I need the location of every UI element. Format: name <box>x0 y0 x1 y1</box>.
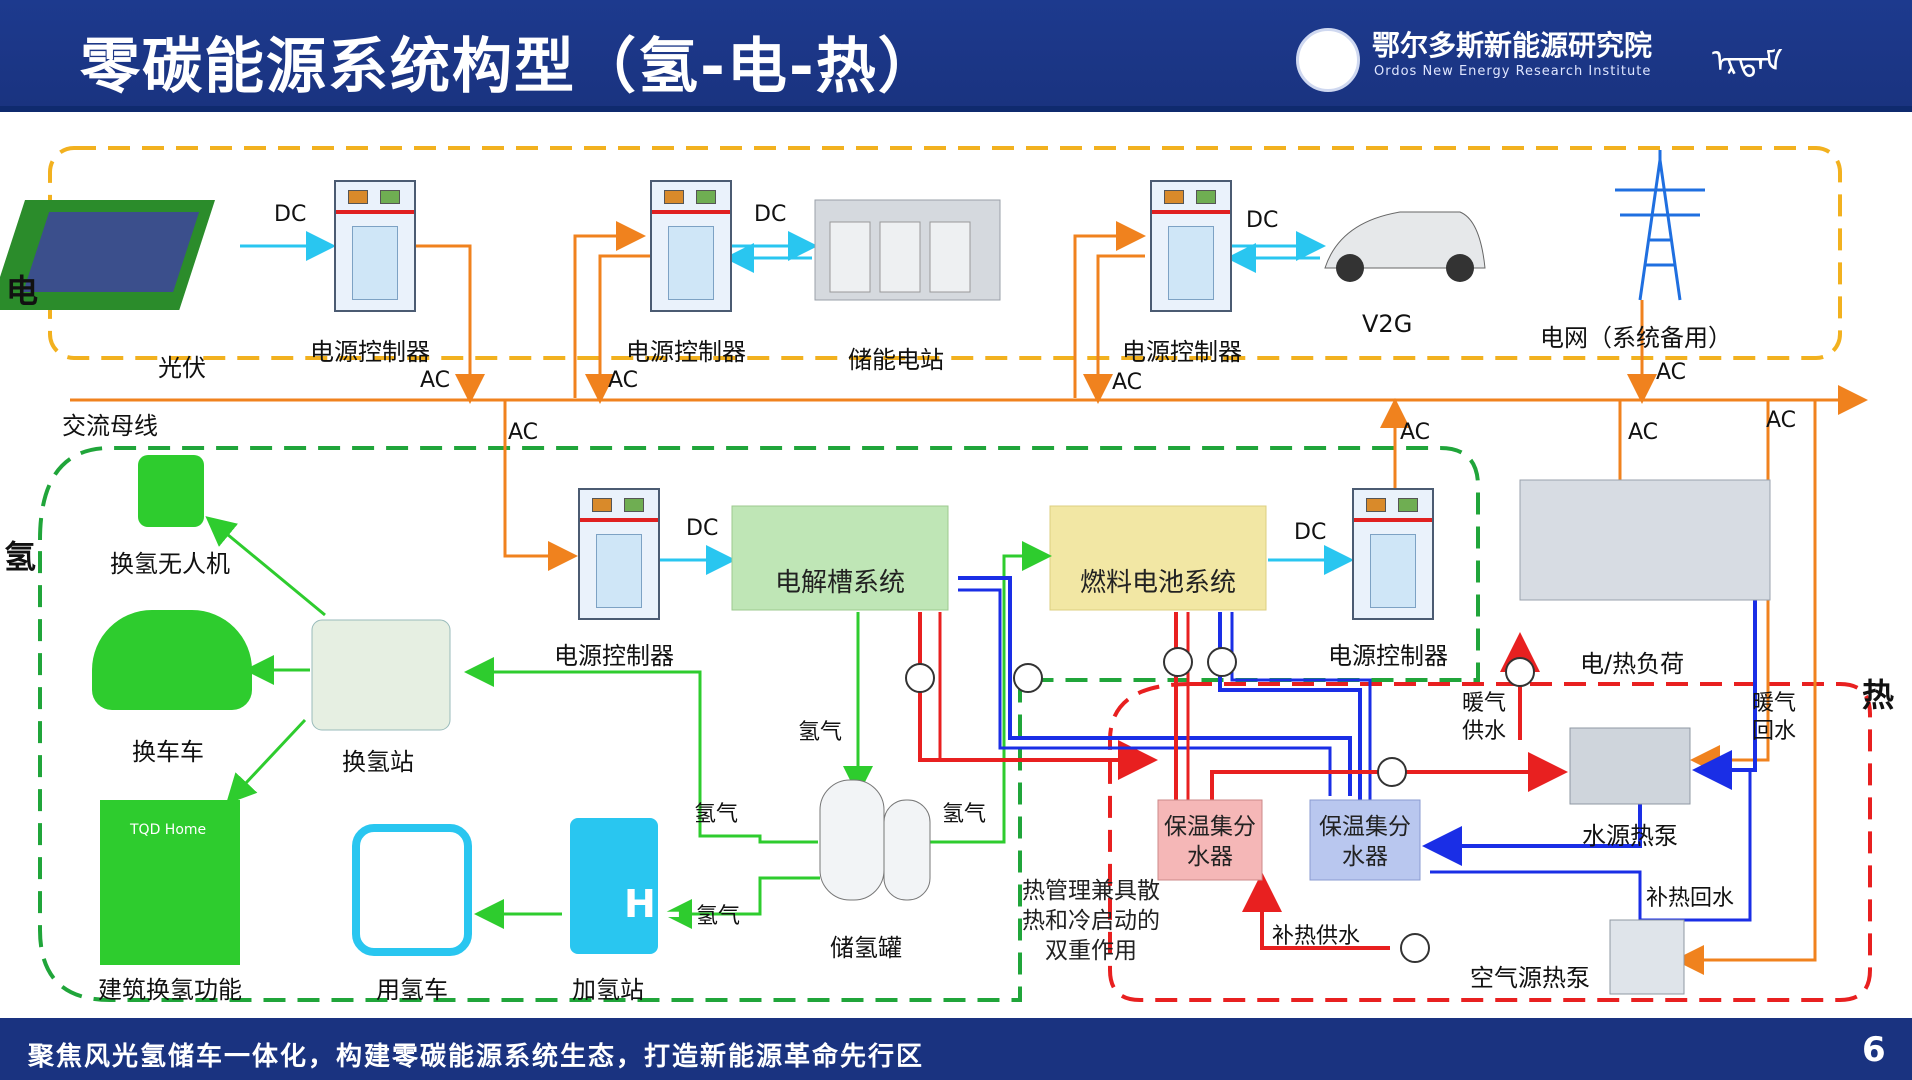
label-grid: 电网（系统备用） <box>1540 324 1732 352</box>
power-controller-1 <box>334 180 416 312</box>
label-heat-note: 热管理兼具散热和冷启动的双重作用 <box>1022 878 1160 964</box>
label-building: 建筑换氢功能 <box>98 976 242 1004</box>
flow-ac-8: AC <box>1766 408 1797 433</box>
flow-dc-3: DC <box>1246 208 1279 233</box>
load-building-icon <box>1519 479 1771 601</box>
label-ctrl4: 电源控制器 <box>554 642 674 670</box>
flow-dc-4: DC <box>686 516 719 541</box>
air-heat-pump-icon <box>1609 919 1685 995</box>
label-tank: 储氢罐 <box>830 934 902 962</box>
v2g-car-icon <box>1324 211 1486 282</box>
building-sign: TQD Home <box>130 822 207 838</box>
label-manifold2: 保温集分水器 <box>1319 814 1411 870</box>
label-water-hp: 水源热泵 <box>1582 822 1678 850</box>
swap-station-icon <box>311 619 451 731</box>
power-controller-5 <box>1352 488 1434 620</box>
flow-dc-1: DC <box>274 202 307 227</box>
label-manifold1: 保温集分水器 <box>1164 814 1256 870</box>
flow-ac-4: AC <box>1656 360 1687 385</box>
flow-h2-4: 氢气 <box>696 904 741 929</box>
institute-name-en: Ordos New Energy Research Institute <box>1374 64 1652 79</box>
label-load: 电/热负荷 <box>1580 650 1685 678</box>
label-ctrl2: 电源控制器 <box>626 338 746 366</box>
label-ac-bus: 交流母线 <box>62 412 158 440</box>
flow-ac-6: AC <box>1400 420 1431 445</box>
manifold-cold-box <box>1309 799 1421 881</box>
power-controller-3 <box>1150 180 1232 312</box>
institute-logo-icon <box>1296 28 1360 92</box>
hydrogen-region <box>38 446 1480 1002</box>
pv-array-icon <box>0 200 216 310</box>
label-air-hp: 空气源热泵 <box>1470 964 1590 992</box>
electric-region <box>48 146 1842 360</box>
fuelcell-box <box>1049 505 1267 611</box>
institute-name-cn: 鄂尔多斯新能源研究院 <box>1372 29 1653 62</box>
flow-h2-3: 氢气 <box>942 802 987 827</box>
bus-icon <box>352 824 472 956</box>
footer-slogan: 聚焦风光氢储车一体化，构建零碳能源系统生态，打造新能源革命先行区 <box>28 1042 925 1072</box>
label-ctrl5: 电源控制器 <box>1328 642 1448 670</box>
flow-dc-2: DC <box>754 202 787 227</box>
section-hydrogen: 氢 <box>4 538 37 576</box>
building-icon <box>100 800 240 965</box>
footer-bar <box>0 1018 1912 1080</box>
flow-dc-5: DC <box>1294 520 1327 545</box>
label-bus: 用氢车 <box>376 976 448 1004</box>
label-v2g: V2G <box>1362 310 1413 338</box>
grid-tower-icon <box>1615 150 1705 301</box>
drone-icon <box>138 455 204 527</box>
hydrogen-tank-icon <box>819 779 931 901</box>
flow-h2-1: 氢气 <box>798 720 843 745</box>
power-controller-4 <box>578 488 660 620</box>
label-electrolyzer: 电解槽系统 <box>774 568 905 598</box>
label-car: 换车车 <box>132 738 204 766</box>
label-ctrl3: 电源控制器 <box>1122 338 1242 366</box>
section-heat: 热 <box>1862 676 1895 714</box>
label-drone: 换氢无人机 <box>110 550 230 578</box>
label-fuelcell: 燃料电池系统 <box>1079 568 1236 598</box>
electrolyzer-box <box>731 505 949 611</box>
institute-name-mongolian: ᠡᠷᠳᠡᠮ <box>1712 42 1783 80</box>
label-ctrl1: 电源控制器 <box>310 338 430 366</box>
page-title: 零碳能源系统构型（氢-电-热） <box>80 32 940 102</box>
flow-aux-return: 补热回水 <box>1646 886 1735 911</box>
label-refuel: 加氢站 <box>572 976 644 1004</box>
flow-heat-supply: 暖气供水 <box>1462 691 1507 744</box>
flow-ac-2: AC <box>608 368 639 393</box>
label-h2-symbol: H2 <box>624 882 683 926</box>
manifold-hot-box <box>1157 799 1263 881</box>
flow-ac-3: AC <box>1112 370 1143 395</box>
pump-icon <box>905 647 1535 963</box>
label-storage: 储能电站 <box>848 346 944 374</box>
section-electric: 电 <box>6 272 39 310</box>
refuel-station-icon <box>570 818 658 954</box>
heat-region <box>1108 682 1872 1002</box>
header-bar <box>0 0 1912 106</box>
flow-h2-2: 氢气 <box>694 802 739 827</box>
label-pv: 光伏 <box>158 354 206 382</box>
flow-ac-7: AC <box>1628 420 1659 445</box>
header-divider <box>0 106 1912 112</box>
car-icon <box>92 610 252 710</box>
flow-heat-return: 暖气回水 <box>1752 691 1797 744</box>
water-heat-pump-icon <box>1569 727 1691 805</box>
flow-aux-supply: 补热供水 <box>1272 924 1361 949</box>
flow-ac-1: AC <box>420 368 451 393</box>
page-number: 6 <box>1862 1030 1886 1070</box>
power-controller-2 <box>650 180 732 312</box>
label-station: 换氢站 <box>342 748 414 776</box>
storage-station-icon <box>814 199 1001 301</box>
flow-ac-5: AC <box>508 420 539 445</box>
